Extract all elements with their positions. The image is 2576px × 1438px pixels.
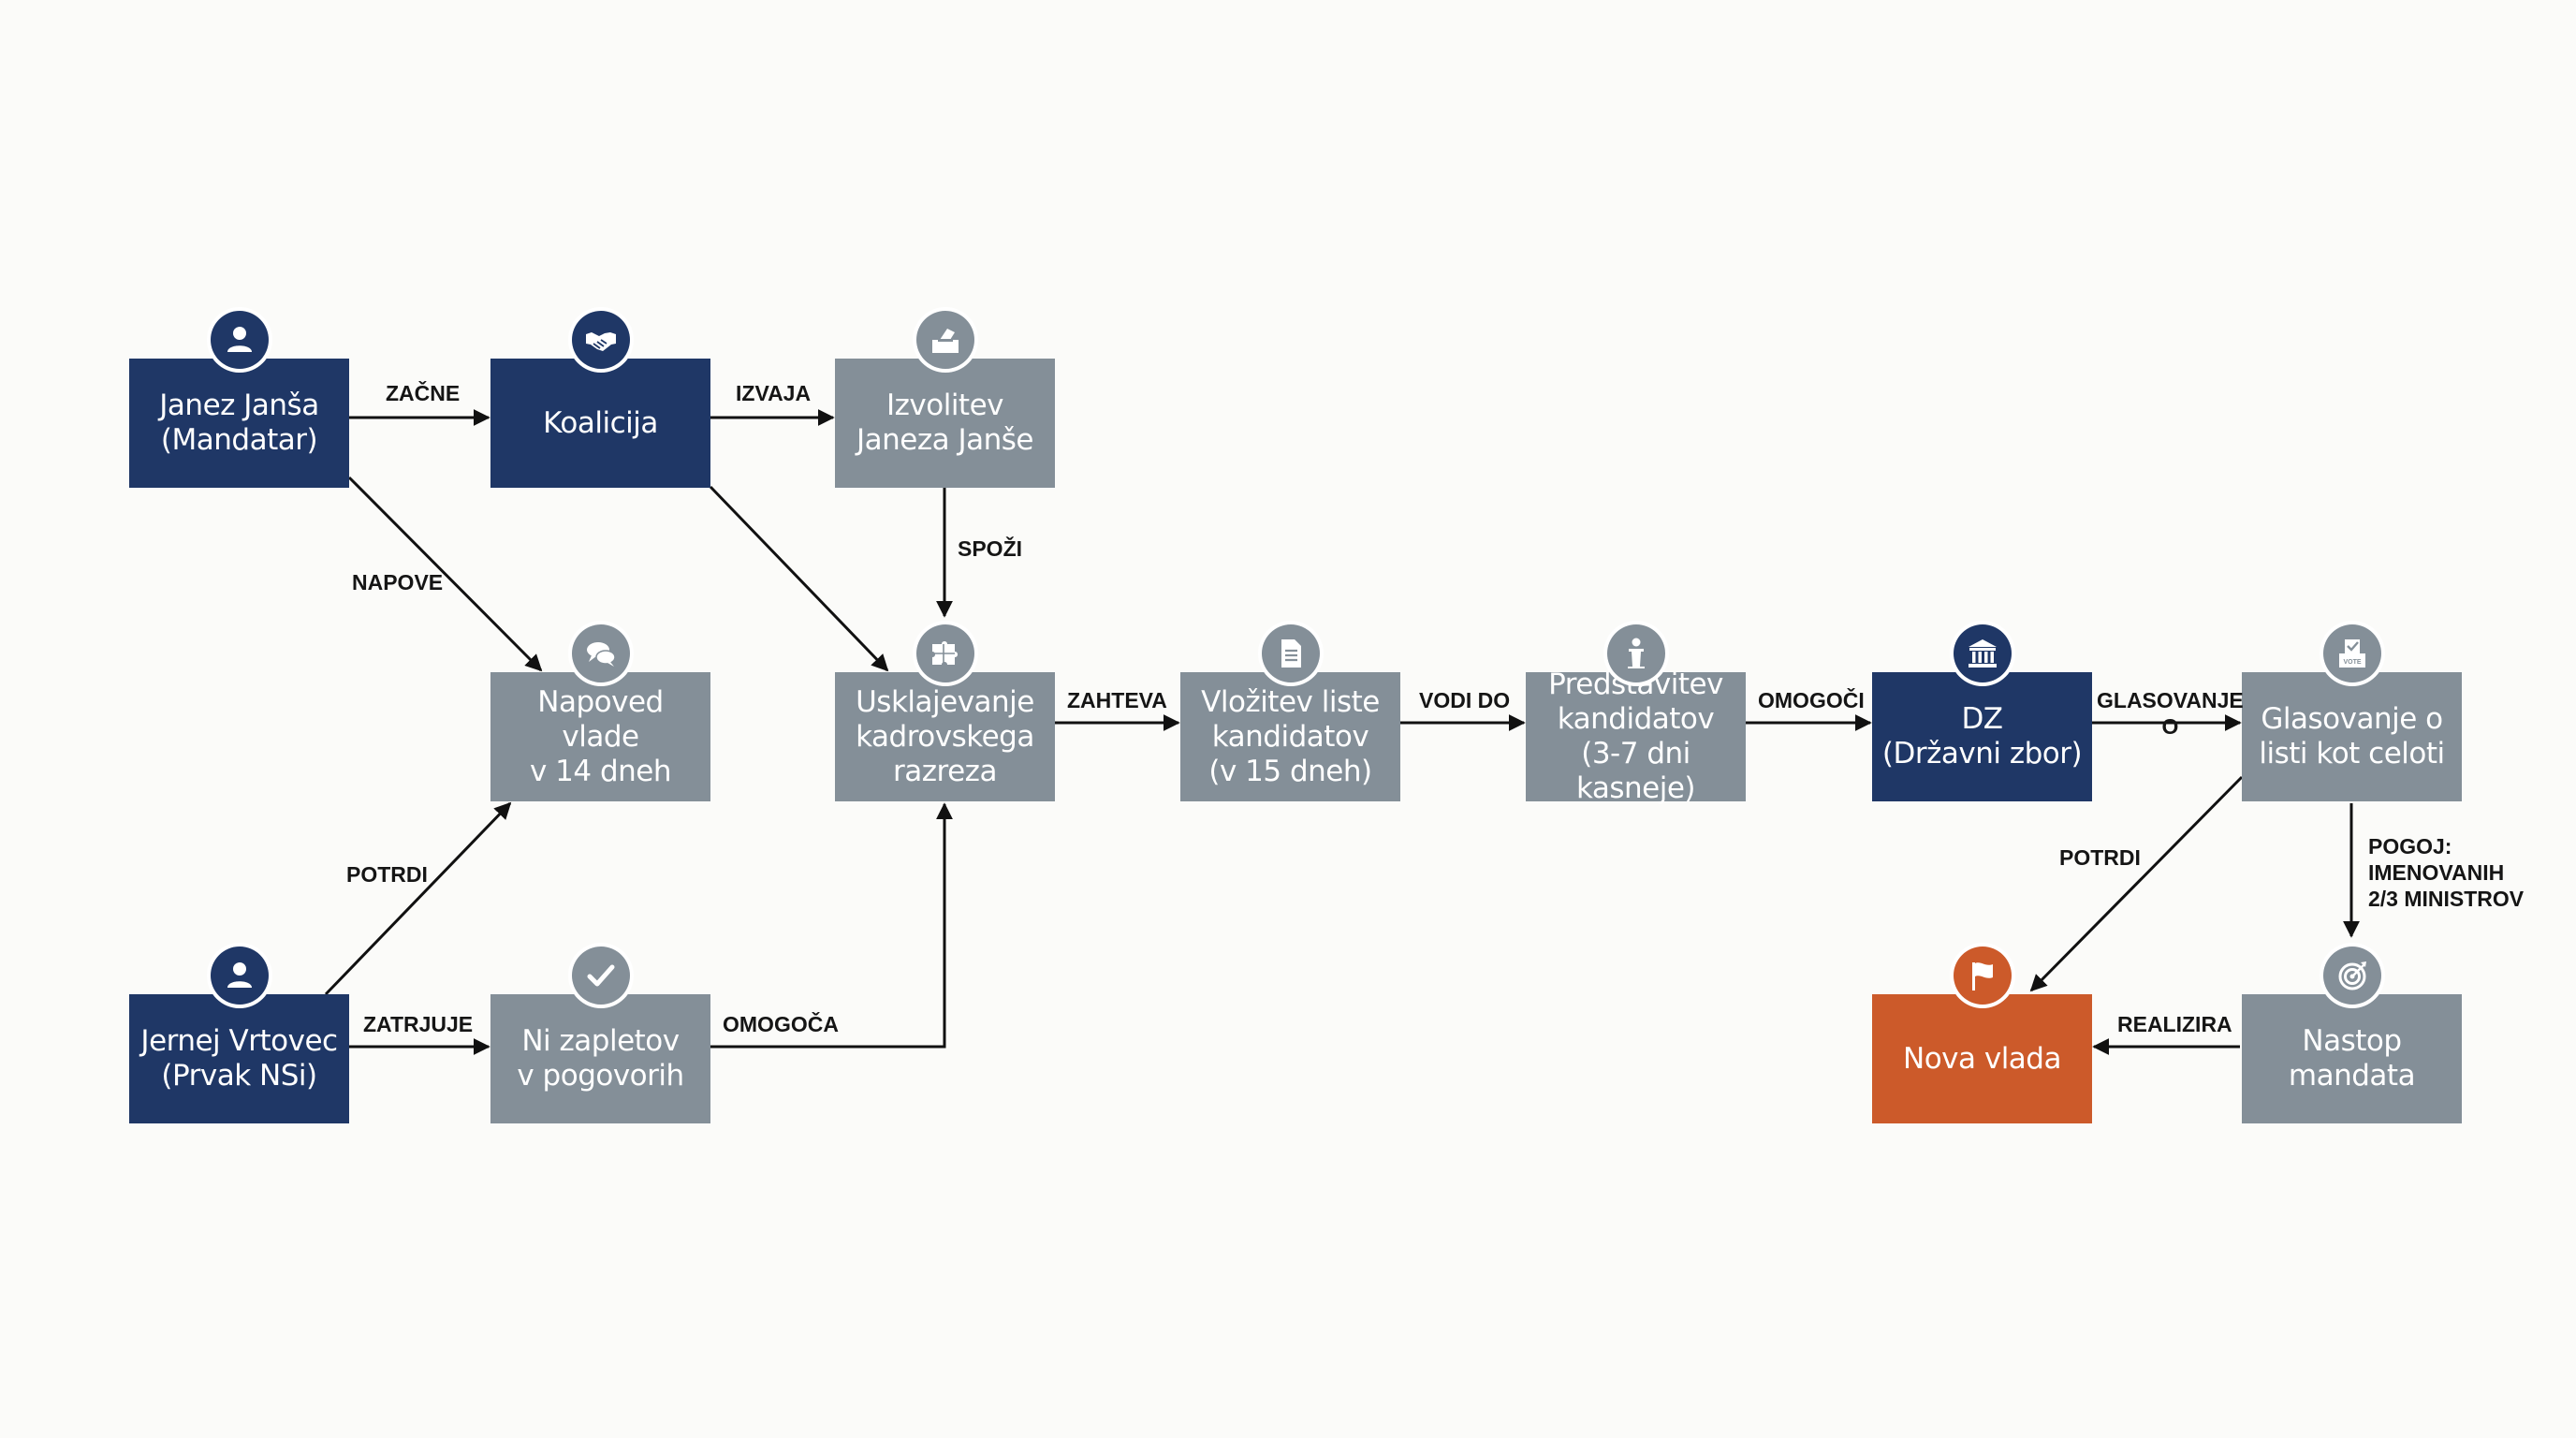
node-nastop: Nastop mandata: [2242, 994, 2462, 1123]
node-zapletov: Ni zapletov v pogovorih: [490, 994, 710, 1123]
node-napoved: Napoved vlade v 14 dneh: [490, 672, 710, 801]
edge-glasovanje-to-nova-vlada: [2029, 775, 2244, 992]
edge-label: SPOŽI: [958, 536, 1023, 561]
edge-zapletov-to-usklajevanje: [710, 802, 953, 1049]
edge-label: IZVAJA: [736, 381, 812, 405]
edge-vrtovec-to-napoved: [324, 801, 512, 996]
handshake-icon: [571, 311, 630, 369]
node-label: Izvolitev Janeza Janše: [856, 389, 1034, 457]
person-icon: [210, 311, 269, 369]
node-badge: [912, 621, 978, 686]
node-label: Janez Janša (Mandatar): [159, 389, 319, 457]
node-label: Jernej Vrtovec (Prvak NSi): [140, 1024, 338, 1093]
node-vrtovec: Jernej Vrtovec (Prvak NSi): [129, 994, 349, 1123]
node-label: Glasovanje o listi kot celoti: [2259, 702, 2445, 770]
puzzle-icon: [915, 624, 974, 682]
node-badge: VOTE: [2319, 621, 2385, 686]
flag-icon: [1953, 946, 2012, 1005]
edge-label: GLASOVANJE O: [2097, 688, 2244, 739]
edge-koalicija-to-usklajevanje: [709, 485, 889, 672]
edge-label: ZATRJUJE: [363, 1012, 474, 1036]
node-label: Koalicija: [543, 405, 658, 440]
node-izvolitev: Izvolitev Janeza Janše: [835, 359, 1055, 488]
node-label: DZ (Državni zbor): [1881, 702, 2083, 770]
node-badge: [1949, 943, 2015, 1008]
node-badge: [2319, 943, 2385, 1008]
node-label: Nova vlada: [1903, 1041, 2061, 1076]
node-usklajevanje: Usklajevanje kadrovskega razreza: [835, 672, 1055, 801]
person-icon: [210, 946, 269, 1005]
node-badge: [1603, 621, 1669, 686]
node-label: Ni zapletov v pogovorih: [517, 1024, 684, 1093]
edge-label: POGOJ: IMENOVANIH 2/3 MINISTROV: [2368, 834, 2525, 911]
edge-label: POTRDI: [2059, 845, 2141, 870]
edge-jansa-to-napoved: [347, 476, 543, 672]
target-icon: [2322, 946, 2381, 1005]
node-label: Napoved vlade v 14 dneh: [529, 684, 672, 788]
node-glasovanje: Glasovanje o listi kot celoti: [2242, 672, 2462, 801]
node-label: Usklajevanje kadrovskega razreza: [856, 684, 1034, 788]
edge-label: NAPOVE: [352, 570, 444, 594]
svg-text:VOTE: VOTE: [2343, 659, 2361, 666]
document-icon: [1261, 624, 1320, 682]
node-badge: [912, 307, 978, 373]
node-label: Predstavitev kandidatov (3-7 dni kasneje…: [1548, 668, 1723, 805]
node-jansa: Janez Janša (Mandatar): [129, 359, 349, 488]
edge-label: VODI DO: [1419, 688, 1511, 712]
node-badge: [567, 943, 634, 1008]
edge-label: OMOGOČA: [723, 1012, 839, 1036]
checkmark-icon: [571, 946, 630, 1005]
node-badge: [1949, 621, 2015, 686]
edge-label: ZAHTEVA: [1067, 688, 1167, 712]
node-nova-vlada: Nova vlada: [1872, 994, 2092, 1123]
node-badge: [206, 307, 272, 373]
vote-box-icon: VOTE: [2322, 624, 2381, 682]
node-badge: [567, 307, 634, 373]
edge-label: ZAČNE: [386, 381, 461, 405]
node-badge: [567, 621, 634, 686]
node-koalicija: Koalicija: [490, 359, 710, 488]
edge-label: REALIZIRA: [2117, 1012, 2232, 1036]
node-vlozitev: Vložitev liste kandidatov (v 15 dneh): [1180, 672, 1400, 801]
speech-bubbles-icon: [571, 624, 630, 682]
podium-icon: [1606, 624, 1665, 682]
node-dz: DZ (Državni zbor): [1872, 672, 2092, 801]
ballot-box-icon: [915, 311, 974, 369]
node-label: Vložitev liste kandidatov (v 15 dneh): [1201, 684, 1380, 788]
node-badge: [206, 943, 272, 1008]
parliament-icon: [1953, 624, 2012, 682]
node-label: Nastop mandata: [2288, 1024, 2416, 1093]
node-badge: [1257, 621, 1324, 686]
node-predstavitev: Predstavitev kandidatov (3-7 dni kasneje…: [1526, 668, 1746, 805]
edge-label: OMOGOČI: [1758, 688, 1865, 712]
edge-label: POTRDI: [346, 862, 428, 887]
